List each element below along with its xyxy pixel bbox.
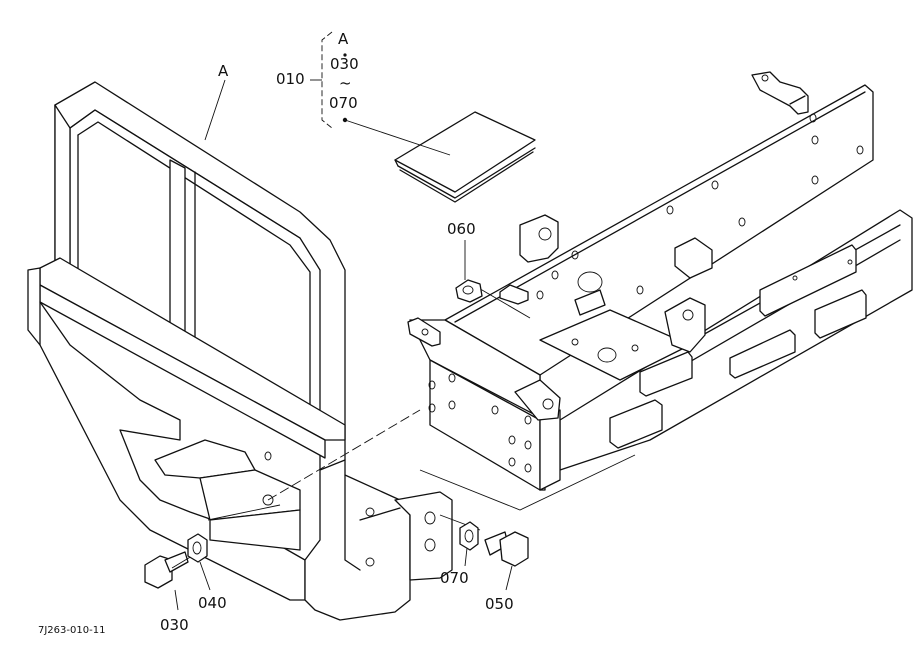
callout-070: 070: [440, 569, 469, 587]
callout-kit-030: 030: [330, 55, 359, 73]
callout-030: 030: [160, 616, 189, 634]
nut-060: [455, 240, 483, 303]
callout-kit-a: A: [338, 30, 349, 48]
main-frame: [407, 71, 913, 511]
front-holes: [428, 373, 532, 473]
callout-060: 060: [447, 220, 476, 238]
callout-kit-tilde: ~: [339, 74, 352, 92]
figure-code: 7J263-010-11: [38, 625, 106, 636]
callout-a-guard: A: [218, 62, 229, 80]
manual-kit: [310, 31, 536, 203]
callout-040: 040: [198, 594, 227, 612]
callout-010: 010: [276, 70, 305, 88]
rail-holes: [536, 113, 864, 300]
bolt-050: [484, 531, 529, 591]
callout-050: 050: [485, 595, 514, 613]
bolt-030: [144, 551, 193, 611]
washer-070: [459, 521, 479, 567]
washer-040: [187, 533, 211, 591]
callout-kit-070: 070: [329, 94, 358, 112]
front-guard: [27, 79, 453, 621]
